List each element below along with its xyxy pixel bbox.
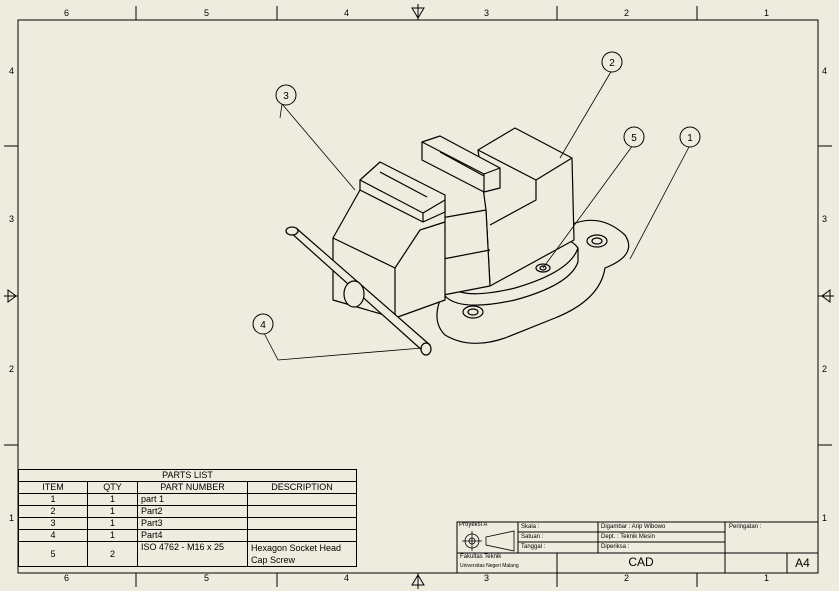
centering-marks: [4, 4, 834, 589]
balloon-1: [679, 126, 701, 148]
cell-item: 1: [18, 493, 88, 506]
table-row: 5 2 ISO 4762 - M16 x 25 Hexagon Socket H…: [18, 541, 357, 567]
balloons: [252, 51, 701, 335]
proyeksi-label: Proyeksi A: [459, 522, 488, 528]
peringatan-label: Peringatan :: [729, 524, 762, 530]
cell-description: [247, 505, 357, 518]
zone-row-left-1: 1: [9, 513, 15, 523]
zone-col-bottom-6: 6: [64, 573, 70, 583]
projection-symbol-icon: [462, 530, 515, 552]
zone-row-right-1: 1: [822, 513, 828, 523]
balloon-5: [623, 126, 645, 148]
sheet-size: A4: [795, 556, 810, 570]
table-row: 4 1 Part4: [18, 529, 357, 542]
diperiksa-label: Diperiksa :: [601, 544, 630, 550]
cell-item: 2: [18, 505, 88, 518]
table-row: 3 1 Part3: [18, 517, 357, 530]
cell-qty: 1: [87, 505, 138, 518]
cell-qty: 1: [87, 493, 138, 506]
zone-row-right-2: 2: [822, 364, 828, 374]
cell-qty: 2: [87, 541, 138, 567]
cell-part-number: part 1: [137, 493, 248, 506]
balloon-3: [275, 84, 297, 106]
zone-row-right-3: 3: [822, 214, 828, 224]
zone-col-top-4: 4: [344, 8, 350, 18]
cell-item: 5: [18, 541, 88, 567]
zone-row-left-4: 4: [9, 66, 15, 76]
cell-description: [247, 493, 357, 506]
skala-label: Skala :: [521, 524, 540, 530]
zone-row-left-3: 3: [9, 214, 15, 224]
zone-col-top-1: 1: [764, 8, 770, 18]
zone-col-top-5: 5: [204, 8, 210, 18]
zone-col-bottom-2: 2: [624, 573, 630, 583]
movable-jaw-plate: [359, 161, 446, 223]
balloon-4: [252, 313, 274, 335]
cell-part-number: Part3: [137, 517, 248, 530]
cell-qty: 1: [87, 529, 138, 542]
zone-col-bottom-4: 4: [344, 573, 350, 583]
leader-lines: [263, 69, 691, 361]
zone-row-left-2: 2: [9, 364, 15, 374]
zone-col-bottom-3: 3: [484, 573, 490, 583]
balloon-label-5: 5: [631, 133, 637, 144]
title-block-frame: [456, 521, 819, 574]
cell-qty: 1: [87, 517, 138, 530]
cell-part-number: Part2: [137, 505, 248, 518]
balloon-label-4: 4: [260, 320, 266, 331]
zone-ticks: [4, 6, 832, 587]
cell-part-number: ISO 4762 - M16 x 25: [137, 541, 248, 567]
digambar-label: Digambar : Arip Wibowo: [601, 524, 666, 530]
balloon-label-1: 1: [687, 133, 693, 144]
cell-item: 3: [18, 517, 88, 530]
zone-col-bottom-5: 5: [204, 573, 210, 583]
cell-item: 4: [18, 529, 88, 542]
header-part-number: PART NUMBER: [137, 481, 248, 494]
zone-col-top-6: 6: [64, 8, 70, 18]
vice-assembly: [285, 127, 630, 356]
universitas-label: Universitas Negeri Malang: [460, 563, 519, 569]
balloon-label-3: 3: [283, 91, 289, 102]
fakultas-label: Fakultas Teknik: [460, 554, 502, 560]
header-item: ITEM: [18, 481, 88, 494]
screw-boss: [343, 280, 365, 308]
cell-description: [247, 517, 357, 530]
header-qty: QTY: [87, 481, 138, 494]
zone-col-top-2: 2: [624, 8, 630, 18]
zone-col-bottom-1: 1: [764, 573, 770, 583]
header-description: DESCRIPTION: [247, 481, 357, 494]
satuan-label: Satuan :: [521, 534, 544, 540]
parts-list-title: PARTS LIST: [18, 469, 357, 482]
cell-part-number: Part4: [137, 529, 248, 542]
parts-list-table: PARTS LIST ITEM QTY PART NUMBER DESCRIPT…: [18, 469, 357, 567]
zone-row-right-4: 4: [822, 66, 828, 76]
balloon-2: [601, 51, 623, 73]
cell-description: Hexagon Socket Head Cap Screw: [247, 541, 357, 567]
table-row: 1 1 part 1: [18, 493, 357, 506]
cell-description: [247, 529, 357, 542]
table-row: 2 1 Part2: [18, 505, 357, 518]
tanggal-label: Tanggal :: [521, 544, 546, 550]
handle-end-bottom: [420, 342, 432, 356]
balloon-label-2: 2: [609, 58, 615, 69]
dept-label: Dept. : Teknik Mesin: [601, 534, 655, 540]
drawing-name: CAD: [628, 555, 654, 569]
handle-end-top: [285, 226, 299, 236]
zone-col-top-3: 3: [484, 8, 490, 18]
